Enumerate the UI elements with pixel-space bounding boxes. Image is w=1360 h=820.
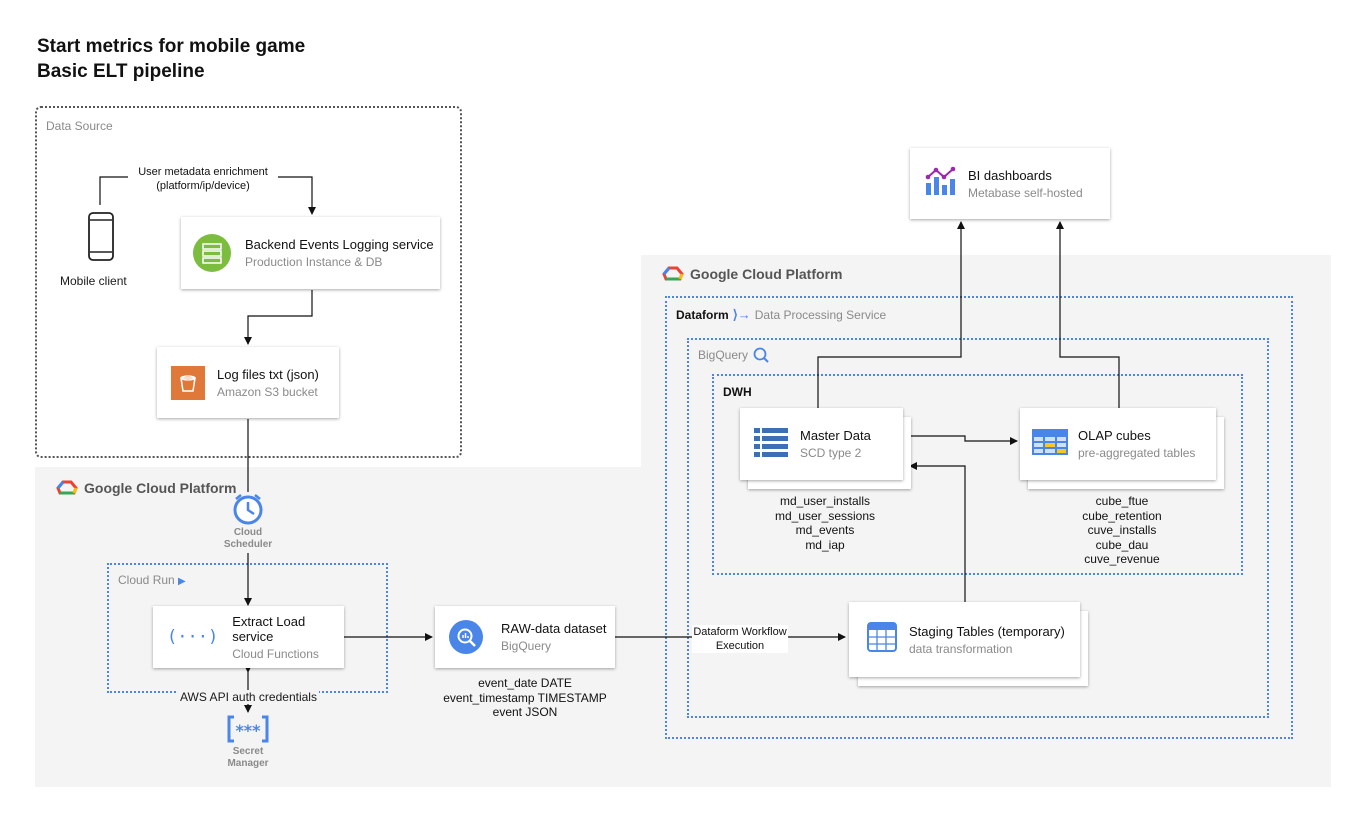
backend-title: Backend Events Logging service xyxy=(245,237,434,252)
raw-field: event JSON xyxy=(492,705,558,720)
master-table-item: md_user_installs xyxy=(779,494,871,508)
master-sub: SCD type 2 xyxy=(800,446,862,460)
bigquery-small-icon xyxy=(753,347,769,363)
olap-table-item: cube_retention xyxy=(1082,508,1162,523)
edge-olap-to-bi xyxy=(1056,221,1120,408)
workflow-label: Dataform Workflow Execution xyxy=(692,625,788,653)
master-table-item: md_iap xyxy=(805,537,845,552)
backend-sub: Production Instance & DB xyxy=(245,255,383,269)
raw-dataset-card[interactable]: RAW-data dataset BigQuery xyxy=(435,606,615,668)
enrichment-label: User metadata enrichment (platform/ip/de… xyxy=(128,165,278,193)
secret-manager-icon[interactable]: *** xyxy=(226,714,270,749)
staging-tables-card[interactable]: Staging Tables (temporary) data transfor… xyxy=(849,602,1080,677)
google-cloud-logo-icon xyxy=(56,480,78,495)
table-list-icon xyxy=(754,427,788,462)
dwh-group xyxy=(712,374,1243,575)
edge-backend-to-logs xyxy=(244,290,313,345)
edge-master-to-bi xyxy=(817,221,965,408)
bi-sub: Metabase self-hosted xyxy=(968,185,1083,200)
raw-sub: BigQuery xyxy=(501,639,552,653)
cloud-functions-icon: (···) xyxy=(167,627,219,647)
mobile-phone-icon xyxy=(88,212,114,267)
olap-table-item: cube_dau xyxy=(1095,537,1149,552)
staging-sub: data transformation xyxy=(909,641,1013,656)
olap-sub: pre-aggregated tables xyxy=(1078,446,1196,460)
staging-title: Staging Tables (temporary) xyxy=(909,623,1065,639)
server-icon xyxy=(193,234,231,272)
cloud-scheduler-icon[interactable] xyxy=(231,492,265,531)
olap-table-item: cuve_installs xyxy=(1087,523,1157,538)
s3-bucket-icon xyxy=(171,365,205,400)
olap-table-item: cube_ftue xyxy=(1095,494,1149,508)
log-files-card[interactable]: Log files txt (json) Amazon S3 bucket xyxy=(157,347,339,418)
log-files-title: Log files txt (json) xyxy=(217,366,319,382)
title-line-1: Start metrics for mobile game xyxy=(37,36,306,57)
olap-title: OLAP cubes xyxy=(1078,428,1151,443)
gcp-right-title: Google Cloud Platform xyxy=(662,265,842,283)
aws-credentials-label: AWS API auth credentials xyxy=(178,690,319,704)
cloud-run-icon: ▶ xyxy=(178,576,186,587)
data-source-label: Data Source xyxy=(46,119,113,133)
dataform-icon: ⟩→ xyxy=(732,307,751,322)
gcp-left-title: Google Cloud Platform xyxy=(56,479,236,497)
dataform-label: Dataform ⟩→ Data Processing Service xyxy=(676,307,887,322)
bigquery-group xyxy=(687,338,1269,718)
olap-table-item: cuve_revenue xyxy=(1084,552,1160,567)
dashboard-chart-icon xyxy=(924,165,958,202)
raw-field: event_timestamp TIMESTAMP xyxy=(443,690,607,705)
extract-load-card[interactable]: (···) Extract Load service Cloud Functio… xyxy=(153,606,344,668)
olap-table-icon xyxy=(1032,428,1068,460)
master-title: Master Data xyxy=(800,428,871,443)
edge-master-to-olap xyxy=(906,435,1018,445)
extract-title: Extract Load service xyxy=(232,613,306,644)
dwh-label: DWH xyxy=(723,385,752,399)
dataform-group xyxy=(665,296,1293,739)
bigquery-icon xyxy=(449,620,483,654)
olap-tables-list: cube_ftue cube_retention cuve_installs c… xyxy=(1052,494,1192,567)
cloud-scheduler-caption: Cloud Scheduler xyxy=(213,527,283,551)
master-table-item: md_user_sessions xyxy=(774,508,876,523)
raw-field: event_date DATE xyxy=(478,676,572,690)
edge-staging-to-master xyxy=(909,462,966,603)
google-cloud-logo-icon xyxy=(662,266,684,281)
diagram-title: Start metrics for mobile game Basic ELT … xyxy=(37,34,305,84)
svg-text:***: *** xyxy=(235,721,261,740)
staging-table-icon xyxy=(867,622,897,657)
backend-logging-card[interactable]: Backend Events Logging service Productio… xyxy=(181,217,440,289)
olap-cubes-card[interactable]: OLAP cubes pre-aggregated tables xyxy=(1020,408,1216,480)
bigquery-label: BigQuery xyxy=(698,347,769,363)
gcp-right-region xyxy=(641,255,1331,787)
secret-manager-caption: Secret Manager xyxy=(227,746,269,769)
master-tables-list: md_user_installs md_user_sessions md_eve… xyxy=(750,494,900,552)
title-line-2: Basic ELT pipeline xyxy=(37,61,205,82)
extract-sub: Cloud Functions xyxy=(232,646,319,661)
bi-dashboards-card[interactable]: BI dashboards Metabase self-hosted xyxy=(910,148,1110,219)
mobile-client-label: Mobile client xyxy=(60,274,127,288)
master-data-card[interactable]: Master Data SCD type 2 xyxy=(740,408,903,480)
cloud-run-label: Cloud Run ▶ xyxy=(118,573,186,587)
master-table-item: md_events xyxy=(795,523,855,538)
raw-fields-list: event_date DATE event_timestamp TIMESTAM… xyxy=(425,676,625,720)
raw-title: RAW-data dataset xyxy=(501,621,607,636)
bi-title: BI dashboards xyxy=(968,167,1052,183)
log-files-sub: Amazon S3 bucket xyxy=(217,384,318,399)
